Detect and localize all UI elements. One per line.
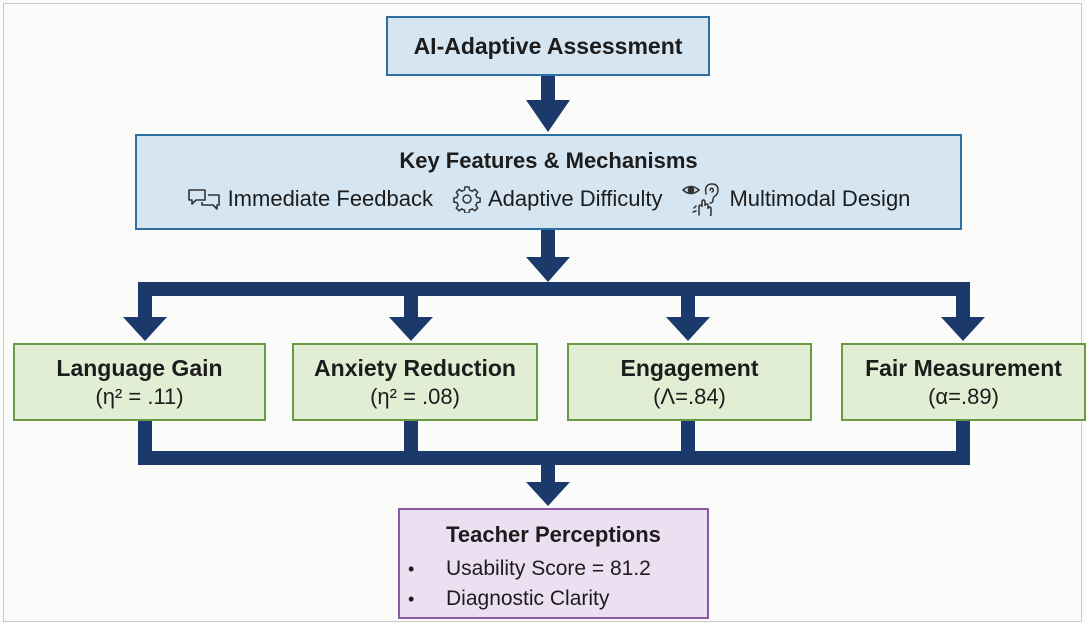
outcome-title: Fair Measurement bbox=[865, 354, 1062, 381]
arrow-to-engagement bbox=[666, 317, 710, 341]
outcome-title: Language Gain bbox=[56, 354, 223, 381]
outcome-language-gain: Language Gain (η² = .11) bbox=[13, 343, 266, 421]
drop-fair-measurement bbox=[956, 282, 970, 320]
arrow-to-anxiety-reduction bbox=[389, 317, 433, 341]
key-features-title: Key Features & Mechanisms bbox=[399, 148, 698, 173]
diagram-frame bbox=[3, 3, 1082, 622]
teacher-perceptions-box: Teacher Perceptions • Usability Score = … bbox=[398, 508, 709, 619]
drop-anxiety-reduction bbox=[404, 282, 418, 320]
branch-bar bbox=[138, 282, 970, 296]
teacher-bullet-list: • Usability Score = 81.2 • Diagnostic Cl… bbox=[408, 554, 651, 614]
chat-bubbles-icon bbox=[187, 189, 220, 210]
connector-top-stem bbox=[541, 76, 555, 102]
outcome-stat: (α=.89) bbox=[928, 383, 999, 409]
features-row: Immediate Feedback Adaptive Difficulty bbox=[187, 182, 910, 216]
feature-immediate-feedback: Immediate Feedback bbox=[187, 186, 433, 212]
arrow-to-branch bbox=[526, 257, 570, 282]
arrow-to-teacher bbox=[526, 482, 570, 506]
bullet-text: Usability Score = 81.2 bbox=[446, 557, 651, 580]
drop-engagement bbox=[681, 282, 695, 320]
outcome-stat: (η² = .08) bbox=[370, 383, 460, 409]
outcome-anxiety-reduction: Anxiety Reduction (η² = .08) bbox=[292, 343, 538, 421]
feature-label: Immediate Feedback bbox=[227, 186, 433, 211]
drop-language-gain bbox=[138, 282, 152, 320]
outcome-engagement: Engagement (Λ=.84) bbox=[567, 343, 812, 421]
feature-label: Multimodal Design bbox=[729, 186, 911, 211]
outcome-title: Engagement bbox=[620, 354, 759, 381]
key-features-box: Key Features & Mechanisms Immediate Feed… bbox=[135, 134, 962, 230]
bullet-text: Diagnostic Clarity bbox=[446, 587, 610, 610]
eye-ear-hand-icon bbox=[682, 183, 720, 216]
ai-adaptive-assessment-box: AI-Adaptive Assessment bbox=[386, 16, 710, 76]
bullet-marker: • bbox=[408, 588, 415, 609]
connector-merge-stem bbox=[541, 451, 555, 485]
ai-adaptive-assessment-title: AI-Adaptive Assessment bbox=[413, 32, 683, 59]
teacher-perceptions-title: Teacher Perceptions bbox=[446, 522, 661, 547]
arrow-to-features bbox=[526, 100, 570, 132]
gear-icon bbox=[453, 186, 481, 213]
feature-adaptive-difficulty: Adaptive Difficulty bbox=[453, 185, 662, 213]
outcome-title: Anxiety Reduction bbox=[314, 354, 516, 381]
connector-features-stem bbox=[541, 230, 555, 260]
list-item: • Diagnostic Clarity bbox=[408, 584, 651, 614]
feature-multimodal-design: Multimodal Design bbox=[682, 182, 910, 216]
bullet-marker: • bbox=[408, 558, 415, 579]
arrow-to-fair-measurement bbox=[941, 317, 985, 341]
outcome-stat: (Λ=.84) bbox=[653, 383, 726, 409]
arrow-to-language-gain bbox=[123, 317, 167, 341]
outcome-stat: (η² = .11) bbox=[95, 383, 184, 409]
list-item: • Usability Score = 81.2 bbox=[408, 554, 651, 584]
feature-label: Adaptive Difficulty bbox=[488, 186, 663, 211]
outcome-fair-measurement: Fair Measurement (α=.89) bbox=[841, 343, 1086, 421]
